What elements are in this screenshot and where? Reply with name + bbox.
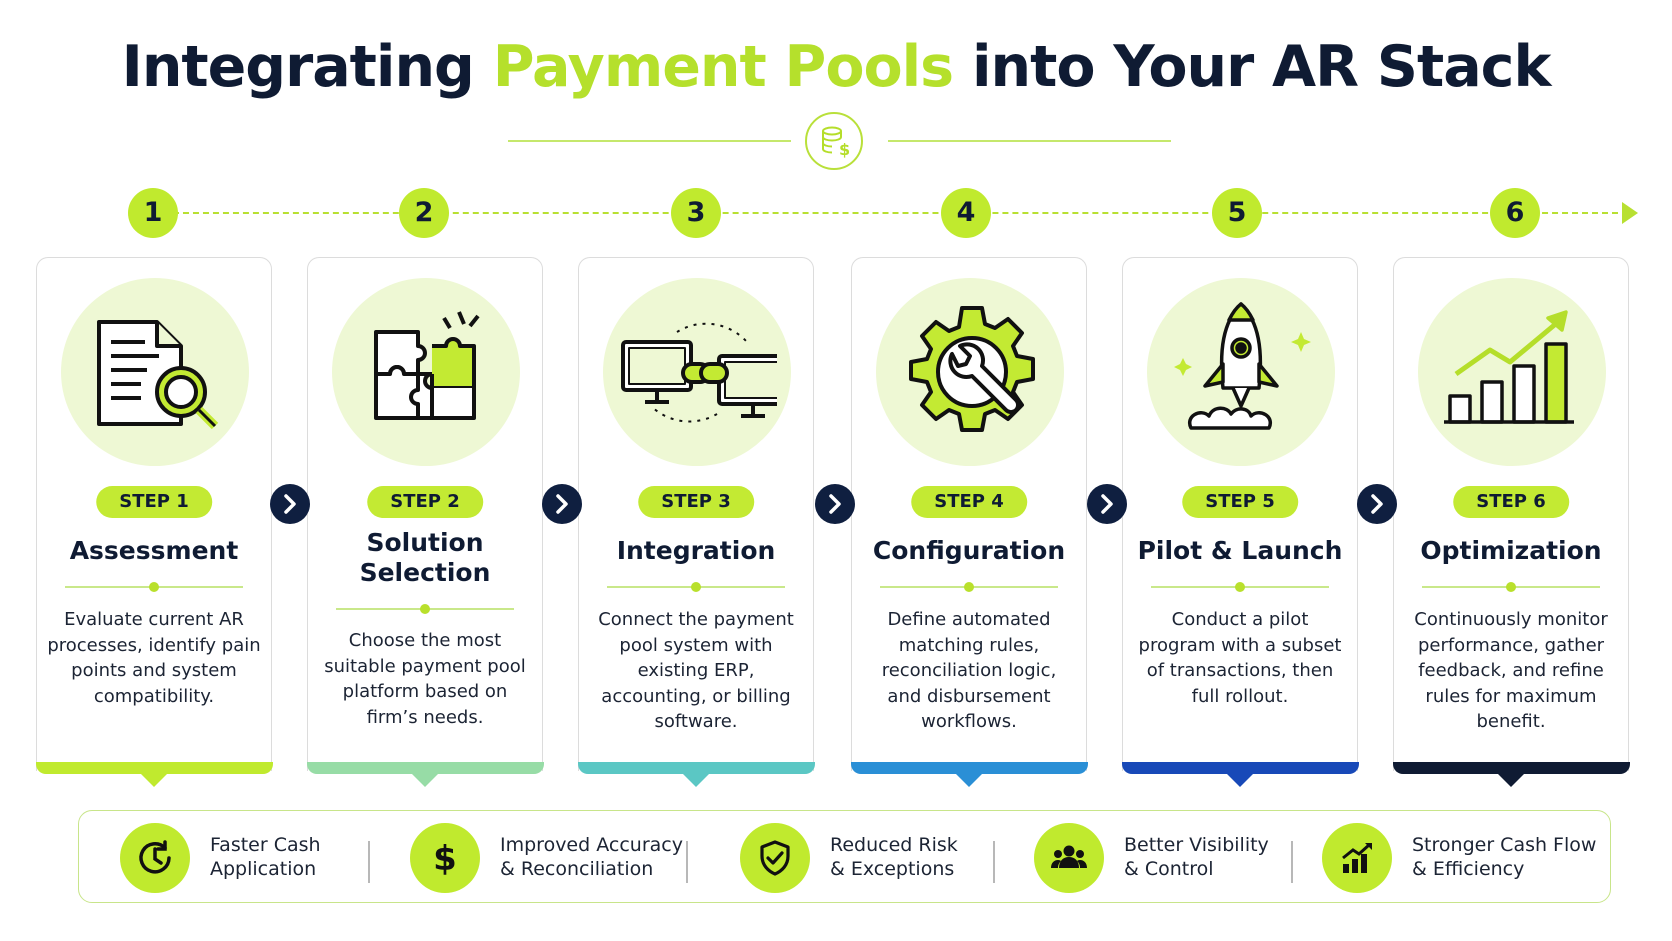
step-number-2: 2 (399, 188, 449, 238)
step-separator (880, 583, 1058, 591)
card-pointer (956, 774, 982, 787)
timeline-arrow (1622, 202, 1638, 224)
step-title: Configuration (872, 536, 1066, 565)
benefit-divider (1291, 841, 1293, 883)
people-icon (1034, 823, 1104, 893)
coins-icon: $ (805, 112, 863, 170)
document-search-icon (61, 278, 249, 466)
step-pill: STEP 3 (638, 486, 754, 518)
step-title: Assessment (69, 536, 239, 565)
step-card-4: STEP 4 Configuration Define automated ma… (850, 257, 1088, 787)
step-card-2: STEP 2 Solution Selection Choose the mos… (306, 257, 544, 787)
linked-computers-icon (603, 278, 791, 466)
step-description: Connect the payment pool system with exi… (598, 609, 794, 732)
gear-wrench-icon (876, 278, 1064, 466)
dollar-icon: $ (410, 823, 480, 893)
chevron-right-icon (815, 484, 855, 524)
step-description: Evaluate current AR processes, identify … (47, 609, 261, 707)
shield-check-icon (740, 823, 810, 893)
step-card-1: STEP 1 Assessment Evaluate current AR pr… (35, 257, 273, 787)
card-pointer (141, 774, 167, 787)
card-pointer (1498, 774, 1524, 787)
step-number-5: 5 (1212, 188, 1262, 238)
page-title: Integrating Payment Pools into Your AR S… (0, 34, 1672, 100)
card-bar (306, 762, 544, 774)
step-separator (1151, 583, 1329, 591)
card-bar (850, 762, 1088, 774)
bar-chart-icon (1322, 823, 1392, 893)
title-prefix: Integrating (121, 34, 493, 100)
chevron-right-icon (542, 484, 582, 524)
step-number-4: 4 (941, 188, 991, 238)
card-pointer (1227, 774, 1253, 787)
step-pill: STEP 5 (1182, 486, 1298, 518)
puzzle-icon (332, 278, 520, 466)
step-separator (1422, 583, 1600, 591)
step-title: Pilot & Launch (1137, 536, 1343, 565)
step-card-5: STEP 5 Pilot & Launch Conduct a pilot pr… (1121, 257, 1359, 787)
title-highlight: Payment Pools (492, 34, 954, 100)
chevron-right-icon (1357, 484, 1397, 524)
benefit-label: Improved Accuracy& Reconciliation (500, 834, 683, 880)
step-title: Integration (616, 536, 776, 565)
svg-text:$: $ (839, 140, 850, 159)
step-number-3: 3 (671, 188, 721, 238)
step-description: Conduct a pilot program with a subset of… (1138, 609, 1342, 707)
step-title: Solution Selection (359, 528, 491, 587)
step-pill: STEP 4 (911, 486, 1027, 518)
card-bar (577, 762, 815, 774)
step-separator (607, 583, 785, 591)
benefit-divider (686, 841, 688, 883)
card-pointer (683, 774, 709, 787)
card-bar (1121, 762, 1359, 774)
benefit-label: Reduced Risk& Exceptions (830, 834, 958, 880)
step-separator (336, 605, 514, 613)
title-divider-left (508, 140, 791, 142)
step-description: Choose the most suitable payment pool pl… (324, 630, 526, 728)
step-card-6: STEP 6 Optimization Continuously monitor… (1392, 257, 1630, 787)
timeline-line (153, 212, 1628, 214)
step-title: Optimization (1420, 536, 1602, 565)
step-separator (65, 583, 243, 591)
step-number-1: 1 (128, 188, 178, 238)
rocket-icon (1147, 278, 1335, 466)
card-bar (1392, 762, 1630, 774)
chevron-right-icon (270, 484, 310, 524)
step-pill: STEP 2 (367, 486, 483, 518)
step-number-6: 6 (1490, 188, 1540, 238)
clock-icon (120, 823, 190, 893)
card-bar (35, 762, 273, 774)
step-card-3: STEP 3 Integration Connect the payment p… (577, 257, 815, 787)
title-suffix: into Your AR Stack (953, 34, 1551, 100)
title-divider-right (888, 140, 1171, 142)
benefit-label: Better Visibility& Control (1124, 834, 1269, 880)
step-pill: STEP 6 (1453, 486, 1569, 518)
chevron-right-icon (1087, 484, 1127, 524)
step-pill: STEP 1 (96, 486, 212, 518)
benefit-label: Stronger Cash Flow& Efficiency (1412, 834, 1597, 880)
card-pointer (412, 774, 438, 787)
step-description: Continuously monitor performance, gather… (1414, 609, 1608, 732)
svg-text:$: $ (433, 839, 457, 878)
step-description: Define automated matching rules, reconci… (881, 609, 1057, 732)
benefit-divider (993, 841, 995, 883)
growth-chart-icon (1418, 278, 1606, 466)
benefit-divider (368, 841, 370, 883)
